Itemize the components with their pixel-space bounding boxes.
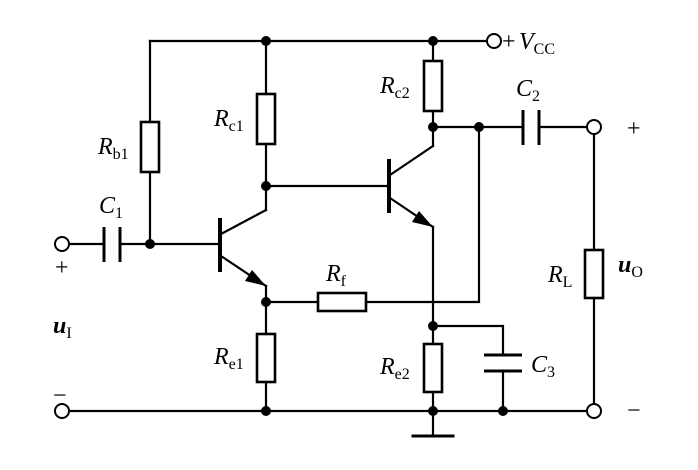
transistor-t2: [387, 144, 435, 229]
junction-dot: [261, 181, 271, 191]
resistor-rf: [316, 291, 368, 313]
output-terminal-bottom: [586, 403, 602, 419]
capacitor-c2: [521, 110, 541, 145]
rf-label: Rf: [325, 261, 347, 290]
junction-dots: [145, 36, 508, 416]
junction-dot: [261, 36, 271, 46]
input-minus-sign: −: [53, 383, 67, 409]
resistor-rl: [583, 248, 605, 300]
input-terminal-bottom: [54, 403, 70, 419]
capacitor-c1: [102, 227, 122, 262]
t1-collector-lead: [219, 208, 268, 236]
resistor-re1: [255, 332, 277, 384]
rb1-label: Rb1: [97, 134, 129, 163]
supply-terminal: [486, 33, 502, 49]
capacitor-c3: [484, 353, 522, 373]
junction-dot: [428, 36, 438, 46]
transistor-t1: [218, 208, 268, 288]
re2-label: Re2: [379, 354, 410, 383]
resistor-rb1: [139, 120, 161, 174]
t1-emitter-arrow: [245, 270, 266, 286]
input-plus-sign: +: [55, 255, 69, 281]
c1-label: C1: [99, 193, 123, 222]
junction-dot: [145, 239, 155, 249]
terminals: [54, 33, 602, 419]
output-terminal-top: [586, 119, 602, 135]
t2-collector-lead: [388, 144, 435, 177]
feedback-wire: [264, 125, 481, 304]
junction-dot: [474, 122, 484, 132]
output-plus-sign: +: [627, 116, 641, 142]
re1-label: Re1: [213, 344, 244, 373]
resistor-rc2: [422, 59, 444, 113]
input-voltage-label: uI: [53, 313, 72, 342]
capacitors: [102, 110, 541, 373]
resistors: [139, 59, 605, 394]
resistor-re2: [422, 342, 444, 394]
rc2-label: Rc2: [379, 73, 410, 102]
output-voltage-label: uO: [618, 252, 643, 281]
rc1-label: Rc1: [213, 106, 244, 135]
resistor-rc1: [255, 92, 277, 146]
junction-dot: [261, 297, 271, 307]
junction-dot: [498, 406, 508, 416]
rl-label: RL: [547, 262, 572, 291]
junction-dot: [261, 406, 271, 416]
c3-label: C3: [531, 352, 555, 381]
junction-dot: [428, 122, 438, 132]
supply-label: VCC: [519, 29, 555, 58]
junction-dot: [428, 321, 438, 331]
input-terminal-top: [54, 236, 70, 252]
junction-dot: [428, 406, 438, 416]
output-minus-sign: −: [627, 398, 641, 424]
labels: + VCC Rb1 Rc1 Rc2 Re1 Re2 Rf RL C1 C2 C3…: [53, 29, 643, 424]
supply-plus-sign: +: [502, 29, 516, 55]
t2-emitter-arrow: [412, 211, 433, 227]
c3-wire: [431, 324, 505, 413]
c2-label: C2: [516, 76, 540, 105]
